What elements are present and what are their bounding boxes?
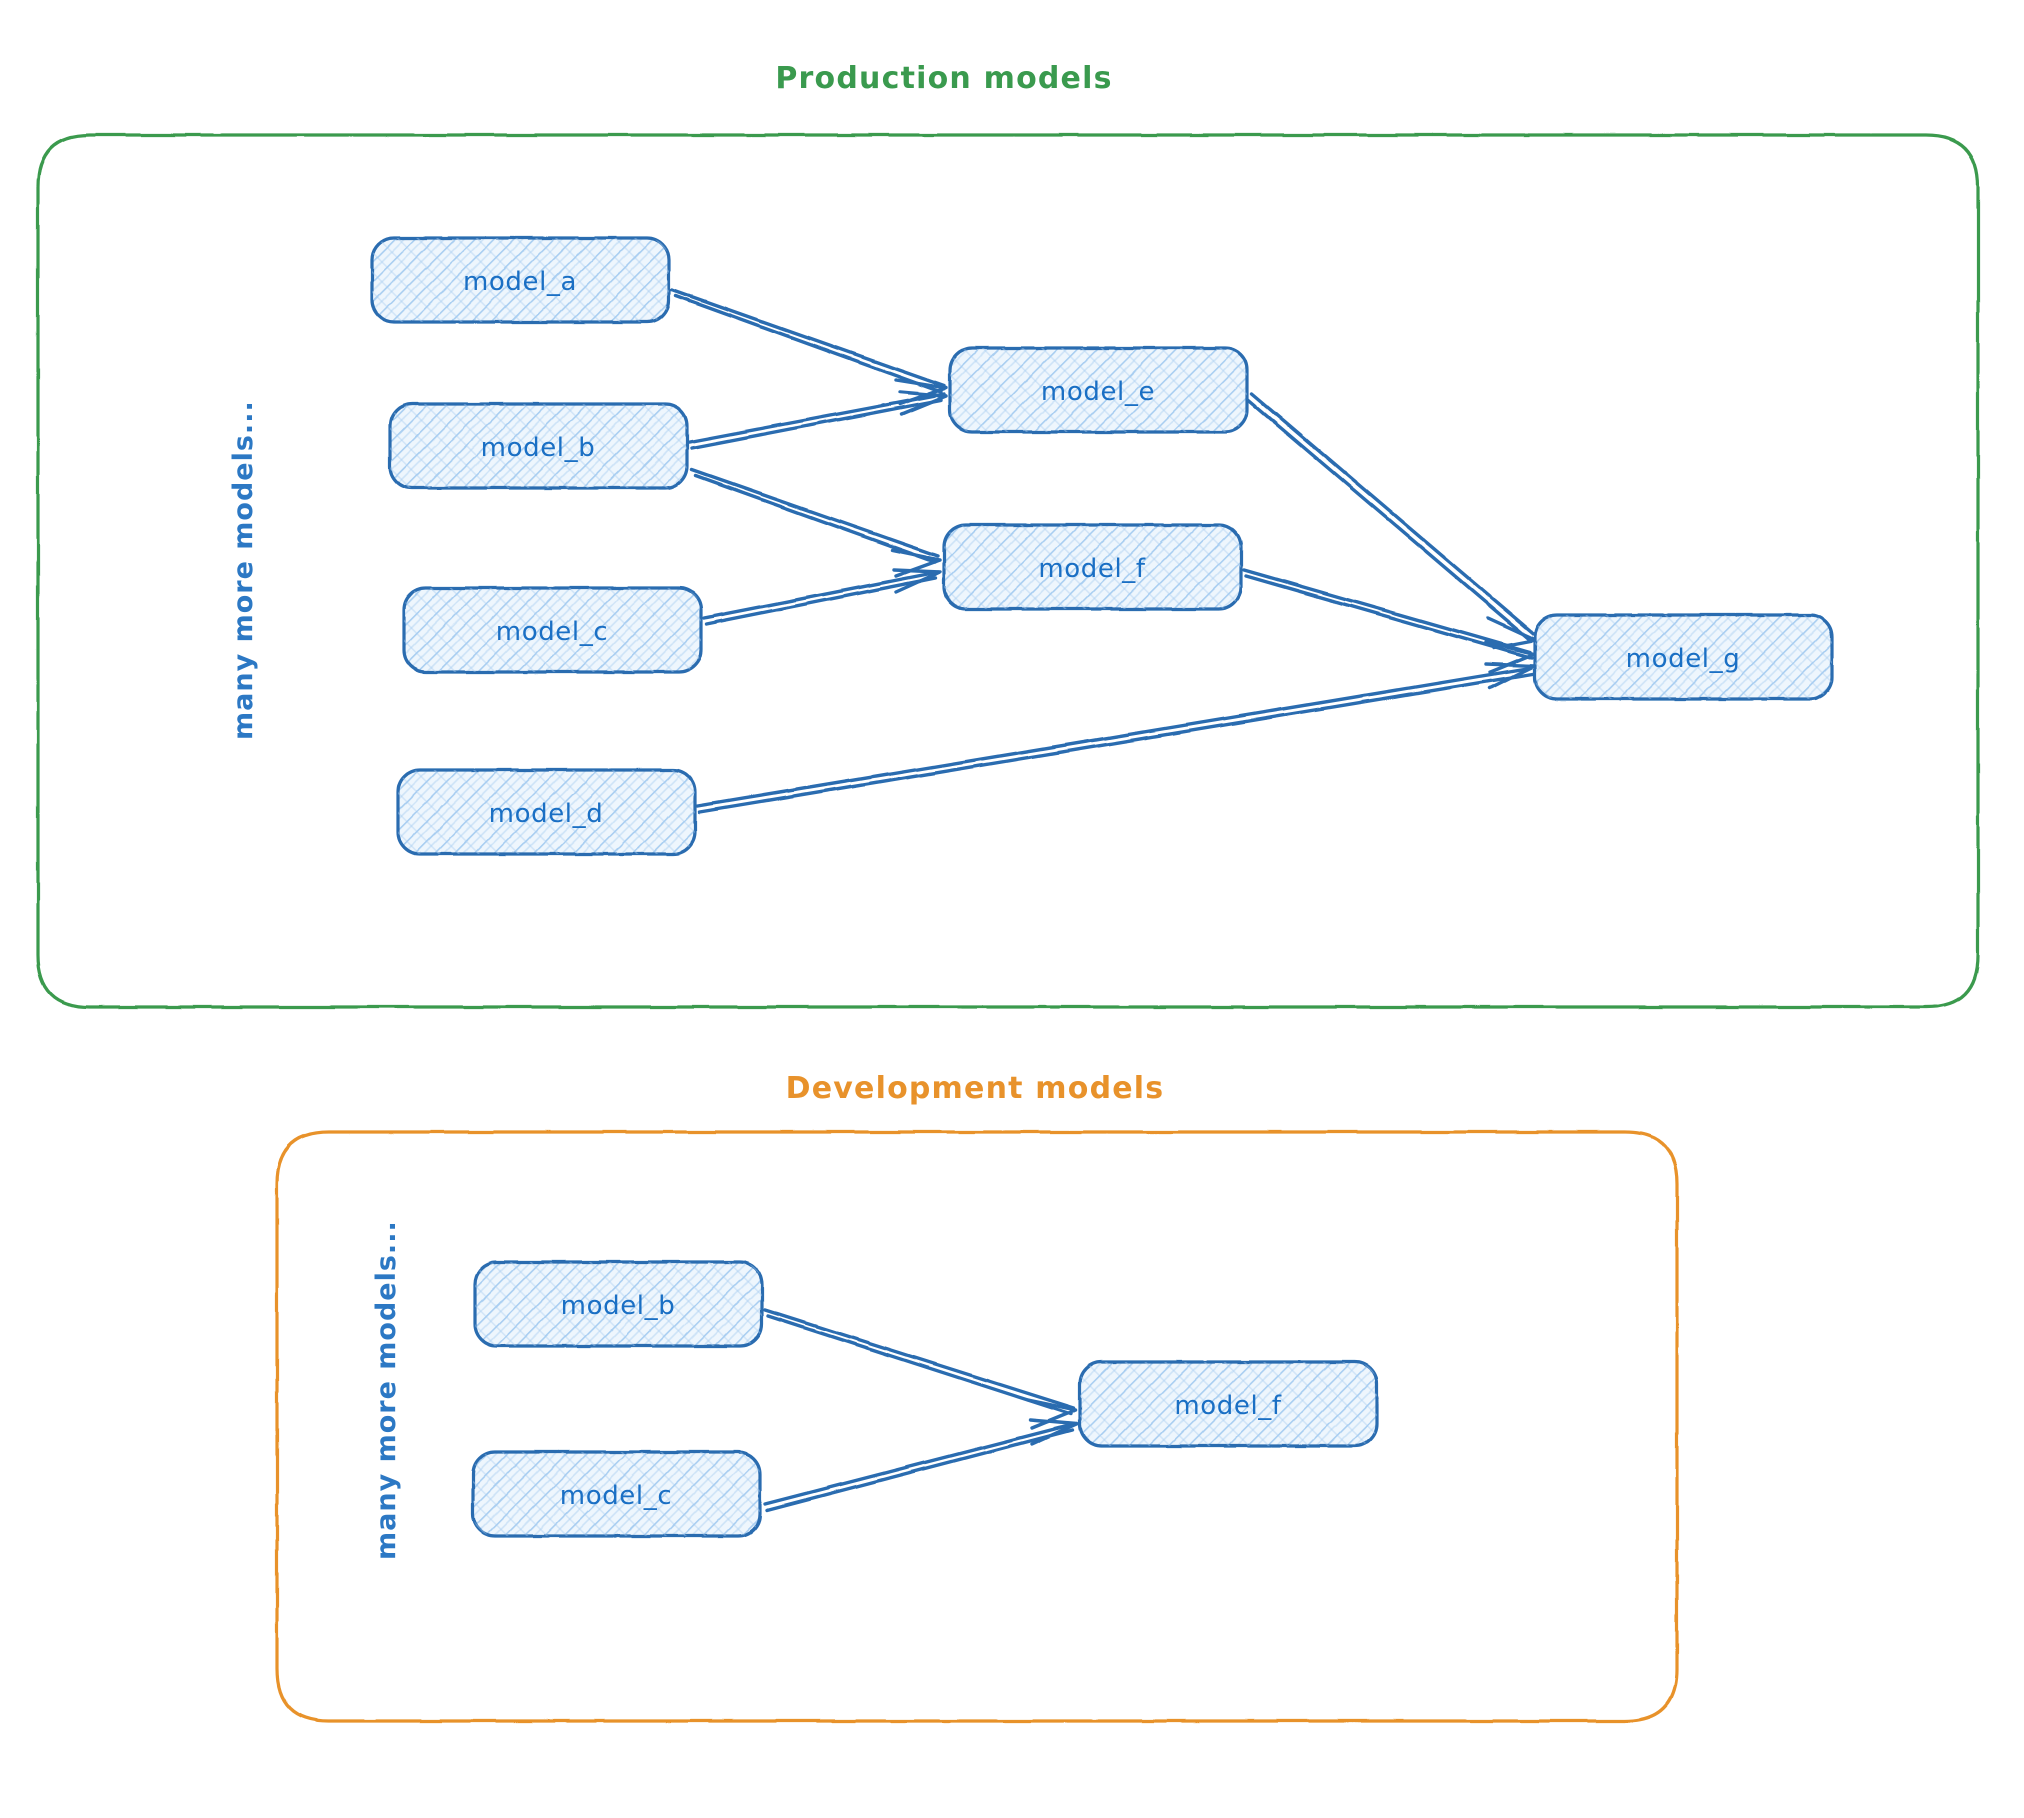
- node-hatch: [473, 1452, 760, 1536]
- edge-model_b-model_e: [688, 390, 948, 450]
- edge-model_b-model_f: [690, 468, 942, 578]
- node-label: model_e: [1041, 377, 1155, 407]
- node-label: model_b: [481, 433, 596, 463]
- edge-model_d-model_g: [696, 662, 1536, 814]
- node-model_c[interactable]: model_c: [402, 586, 703, 674]
- development-group: Development models many more models...: [275, 1071, 1679, 1723]
- node-label: model_f: [1038, 554, 1146, 584]
- node-label: model_d: [489, 799, 604, 829]
- production-edges: [670, 288, 1538, 814]
- node-hatch: [390, 404, 687, 488]
- node-hatch: [372, 238, 669, 322]
- production-nodes: model_a model_b model_c model_d model_e: [370, 236, 1834, 856]
- development-frame: [275, 1130, 1679, 1723]
- development-side-label: many more models...: [371, 1220, 402, 1560]
- edge-model_c-model_f: [702, 568, 942, 626]
- node-model_d[interactable]: model_d: [396, 768, 697, 856]
- production-group: Production models many more models...: [36, 61, 1980, 1009]
- edge-dev_model_c-dev_model_f: [763, 1418, 1078, 1512]
- node-hatch: [404, 588, 701, 672]
- node-model_e[interactable]: model_e: [948, 346, 1249, 434]
- node-hatch: [398, 770, 695, 854]
- node-dev-model_b[interactable]: model_b: [473, 1260, 764, 1348]
- edge-model_a-model_e: [670, 288, 948, 406]
- production-frame: [36, 133, 1980, 1009]
- node-hatch: [475, 1262, 762, 1346]
- edge-dev_model_b-dev_model_f: [763, 1308, 1078, 1430]
- node-dev-model_c[interactable]: model_c: [471, 1450, 762, 1538]
- node-model_a[interactable]: model_a: [370, 236, 671, 324]
- node-model_f[interactable]: model_f: [942, 523, 1243, 611]
- development-nodes: model_b model_c model_f: [471, 1260, 1379, 1538]
- development-edges: [763, 1308, 1078, 1512]
- node-hatch: [950, 348, 1247, 432]
- node-label: model_c: [560, 1481, 672, 1511]
- node-label: model_f: [1174, 1391, 1282, 1421]
- edge-model_f-model_g: [1242, 568, 1536, 674]
- production-side-label: many more models...: [228, 400, 259, 740]
- node-hatch: [944, 525, 1241, 609]
- node-hatch: [1535, 615, 1832, 699]
- node-hatch: [1080, 1362, 1377, 1446]
- node-label: model_a: [463, 267, 577, 297]
- node-label: model_b: [561, 1291, 676, 1321]
- node-label: model_c: [496, 617, 608, 647]
- node-model_b[interactable]: model_b: [388, 402, 689, 490]
- edge-model_e-model_g: [1246, 392, 1538, 650]
- node-model_g[interactable]: model_g: [1533, 613, 1834, 701]
- node-label: model_g: [1626, 644, 1741, 674]
- production-title: Production models: [775, 61, 1112, 96]
- node-dev-model_f[interactable]: model_f: [1078, 1360, 1379, 1448]
- development-title: Development models: [786, 1071, 1165, 1106]
